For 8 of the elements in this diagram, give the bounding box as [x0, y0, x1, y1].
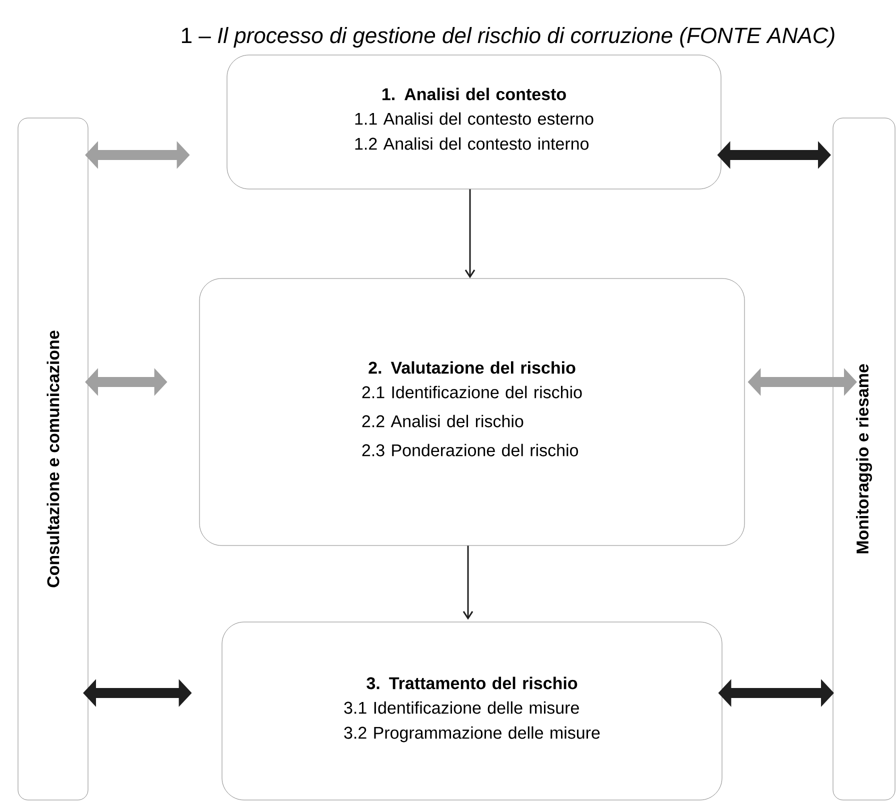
diagram-title: 1 – Il processo di gestione del rischio di corruzione (FONTE ANAC) [182, 27, 834, 48]
side-band: Consultazione e comunicazione [18, 118, 88, 800]
side-band: Monitoraggio e riesame [832, 118, 896, 800]
process-box: 2. Valutazione del rischio 2.1 Identificazione del rischio 2.2 Analisi del rischio 2.3 Ponderazione del rischio [199, 278, 745, 546]
arrow [462, 546, 474, 620]
process-box: 1. Analisi del contesto 1.1 Analisi del contesto esterno 1.2 Analisi del contesto interno [226, 54, 722, 190]
arrow [464, 189, 476, 278]
process-box: 3. Trattamento del rischio 3.1 Identificazione delle misure 3.2 Programmazione delle misure [222, 622, 722, 800]
